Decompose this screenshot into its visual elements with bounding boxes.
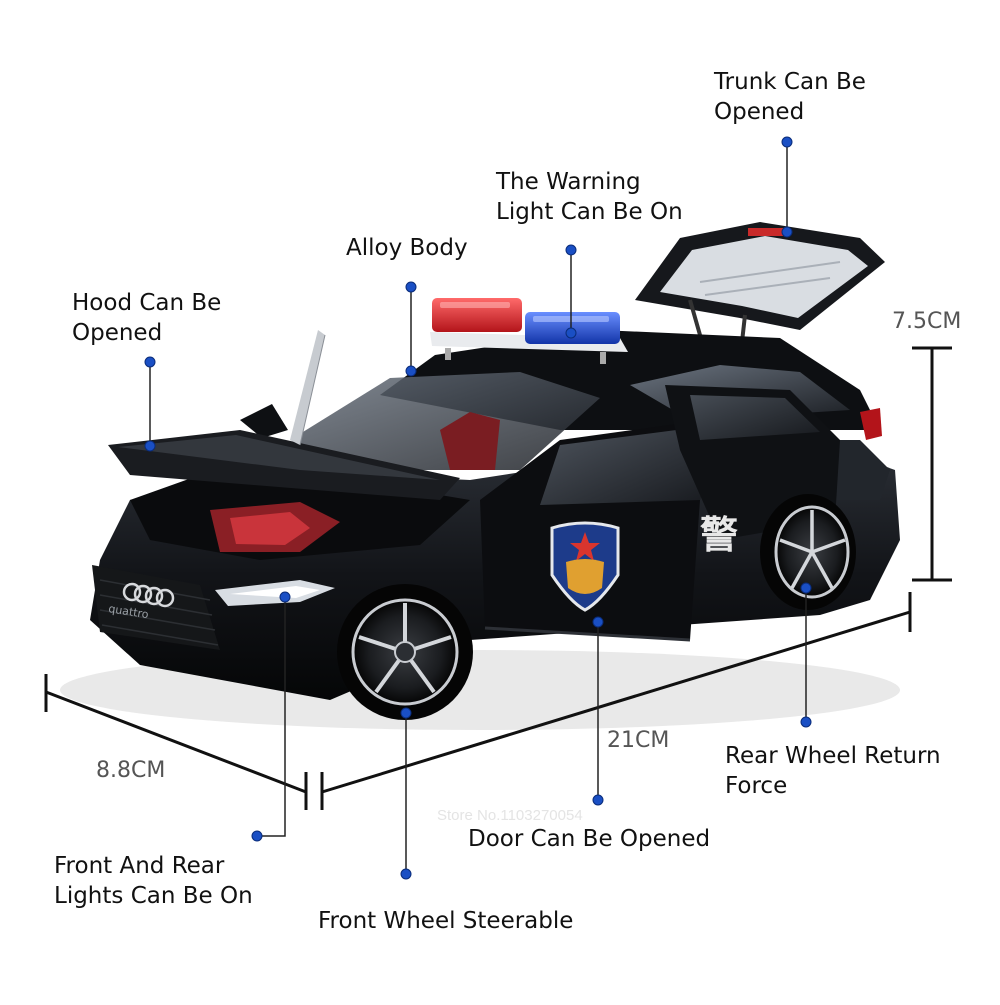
- length-dimension-line: [321, 610, 911, 794]
- dimension-length: 21CM: [607, 728, 670, 753]
- label-door: Door Can Be Opened: [468, 826, 711, 852]
- front-wheel: [337, 584, 473, 720]
- label-rear-wheel: Rear Wheel Return Force: [725, 743, 941, 799]
- hood-panel: [108, 330, 460, 500]
- label-trunk: Trunk Can Be Opened: [714, 69, 866, 125]
- label-hood: Hood Can Be Opened: [72, 290, 222, 346]
- audi-logo: [122, 582, 175, 608]
- label-lights: Front And Rear Lights Can Be On: [54, 853, 253, 909]
- door-characters: 警: [700, 513, 738, 557]
- dimension-height: 7.5CM: [892, 309, 962, 334]
- label-warning-light: The Warning Light Can Be On: [496, 169, 683, 225]
- rear-wheel: [760, 494, 856, 610]
- callout-dots: [144, 136, 812, 880]
- front-door: [480, 418, 720, 642]
- label-alloy-body: Alloy Body: [346, 235, 468, 261]
- width-dimension-line: [45, 690, 307, 794]
- grille-script: quattro: [108, 602, 150, 621]
- label-front-wheel: Front Wheel Steerable: [318, 908, 574, 934]
- trunk-lid: [635, 222, 885, 343]
- dimension-width: 8.8CM: [96, 758, 166, 783]
- police-badge: [550, 521, 620, 612]
- dimension-lines: [44, 346, 952, 810]
- store-watermark: Store No.1103270054: [437, 807, 583, 824]
- callout-lines: [149, 142, 807, 874]
